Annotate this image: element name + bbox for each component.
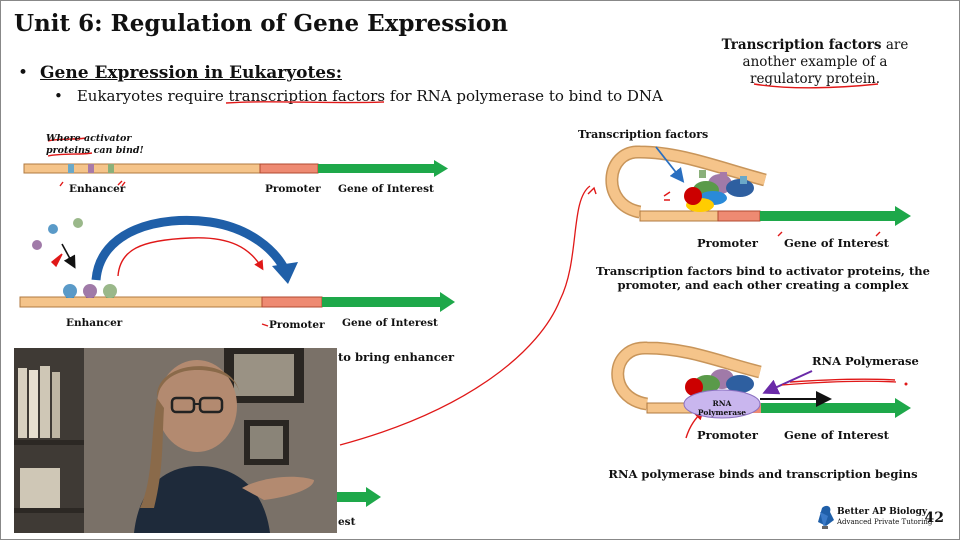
row2-promoter-label: Promoter (269, 319, 325, 331)
rb-gene-label: Gene of Interest (784, 428, 889, 442)
rt-caption: Transcription factors bind to activator … (580, 264, 946, 292)
bullet-main-text: Gene Expression in Eukaryotes: (40, 63, 342, 83)
note-bold: Transcription factors (721, 37, 882, 53)
rt-promoter-label: Promoter (697, 236, 758, 250)
dna-row-3-partial (330, 487, 381, 507)
partial-caption: to bring enhancer (338, 350, 455, 364)
tf-label: Transcription factors (578, 128, 709, 141)
bullet-sub: • Eukaryotes require transcription factor… (54, 87, 663, 105)
row1-enhancer-label: Enhancer (69, 183, 126, 195)
activator-note: Where activator proteins can bind! (46, 133, 144, 157)
note-line-1: are (881, 37, 909, 53)
regulatory-note: Transcription factors are another exampl… (715, 37, 915, 88)
right-top-complex (605, 145, 911, 226)
logo-name: Better AP Biology (837, 507, 928, 517)
bullet-dot: • (18, 63, 29, 83)
rb-promoter-label: Promoter (697, 428, 758, 442)
activator-note-line-1: Where activator (46, 133, 132, 144)
red-annotations (47, 83, 896, 446)
presenter-video (14, 348, 337, 533)
bird-logo-icon (818, 505, 834, 529)
note-line-3: regulatory protein. (749, 71, 880, 87)
presenter-video-frame (14, 348, 337, 533)
row1-promoter-label: Promoter (265, 183, 321, 195)
slide-title: Unit 6: Regulation of Gene Expression (14, 10, 508, 37)
row2-enhancer-label: Enhancer (66, 317, 123, 329)
logo-text: Better AP Biology Advanced Private Tutor… (837, 507, 932, 527)
partial-gene-label: est (338, 516, 356, 528)
dna-row-1 (23, 160, 448, 177)
dna-loop-arrow (91, 215, 298, 284)
bullet-main: • Gene Expression in Eukaryotes: (18, 63, 342, 83)
bullet-dot: • (54, 87, 63, 105)
bullet-sub-text: Eukaryotes require transcription factors… (76, 87, 663, 105)
page-number: 42 (924, 510, 944, 526)
rnap-inner-label: RNA Polymerase (697, 399, 747, 417)
row1-gene-label: Gene of Interest (338, 183, 434, 195)
right-bottom-complex (611, 341, 911, 419)
dna-row-2 (19, 218, 455, 312)
row2-gene-label: Gene of Interest (342, 317, 438, 329)
rb-caption: RNA polymerase binds and transcription b… (608, 467, 918, 481)
note-line-2: another example of a (742, 54, 888, 70)
rt-caption-line-1: Transcription factors bind to activator … (596, 264, 930, 278)
logo-tagline: Advanced Private Tutoring (837, 518, 933, 526)
activator-note-line-2: proteins can bind! (46, 145, 144, 156)
rt-caption-line-2: promoter, and each other creating a comp… (617, 278, 909, 292)
rt-gene-label: Gene of Interest (784, 236, 889, 250)
rnap-label: RNA Polymerase (812, 354, 919, 368)
